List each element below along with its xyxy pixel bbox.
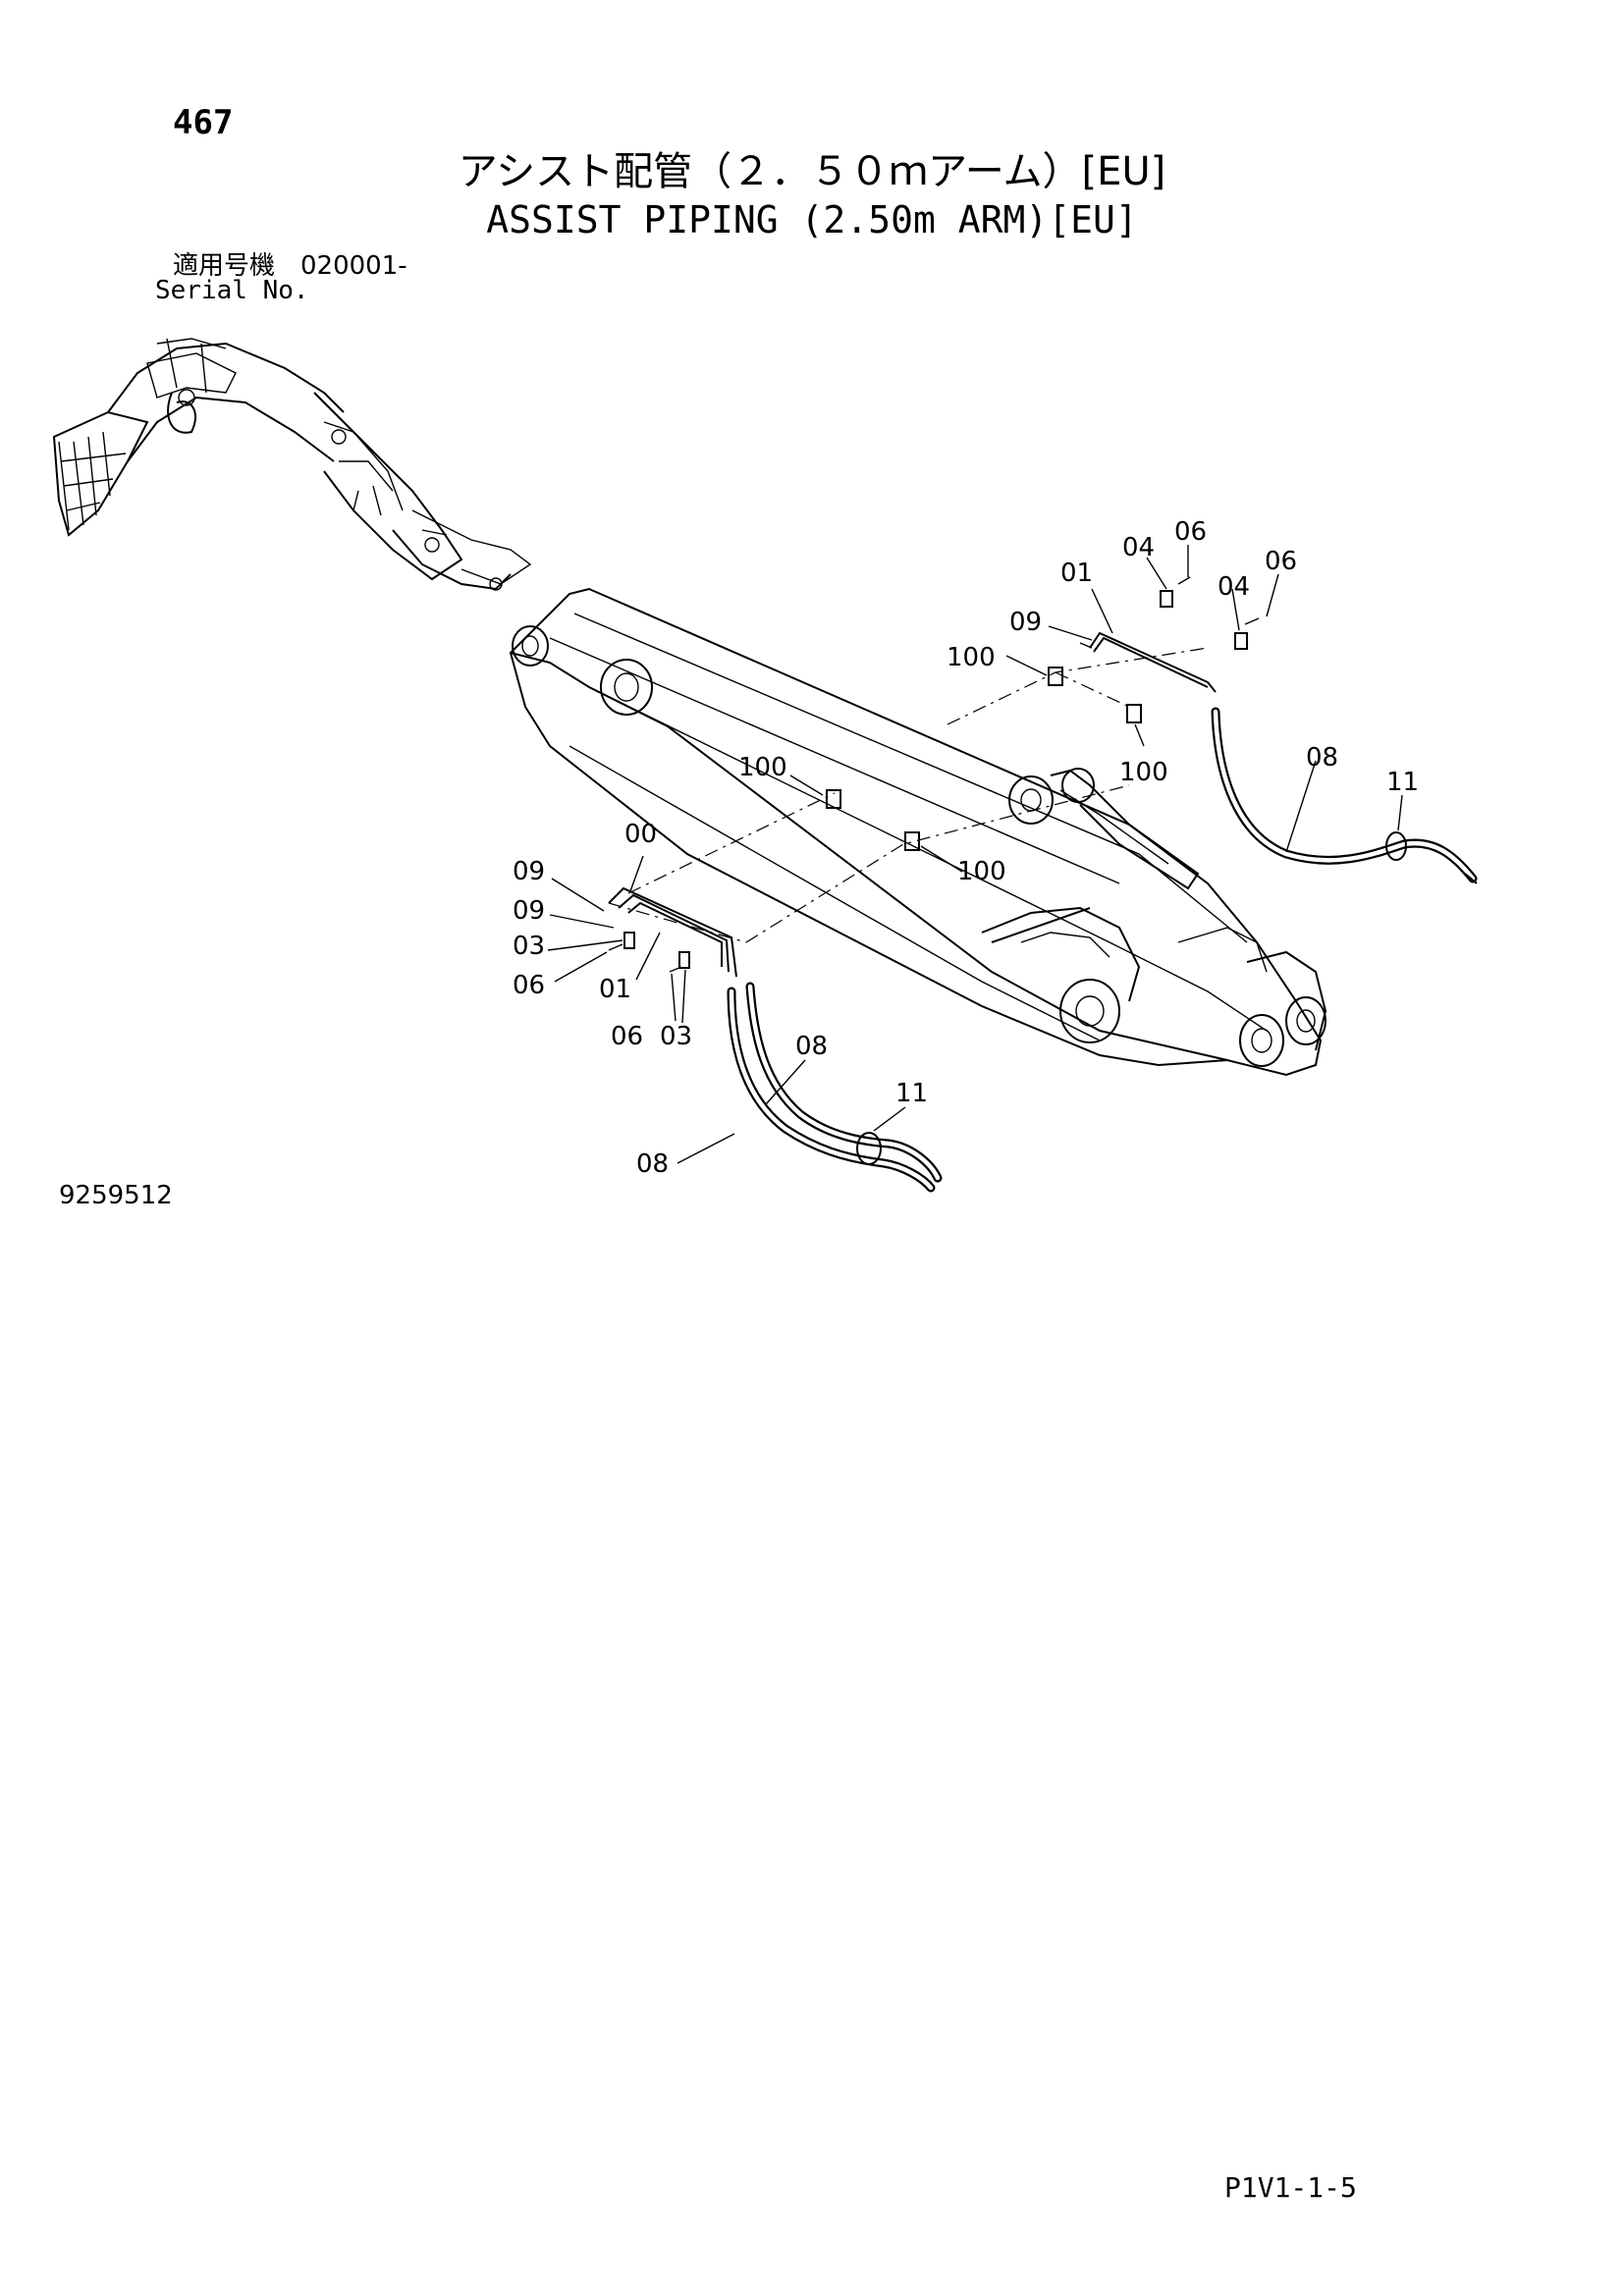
callout-100-upper-right: 100 (1119, 758, 1168, 787)
drawing-number: 9259512 (59, 1181, 173, 1210)
callout-09-lower-a: 09 (513, 857, 545, 886)
callout-100-upper: 100 (947, 643, 996, 672)
reference-lines (608, 647, 1209, 943)
callout-04-upper-b: 04 (1218, 572, 1250, 602)
callout-11-right: 11 (1386, 768, 1419, 797)
leader-lines (547, 545, 1403, 1164)
callout-08-lower-a: 08 (795, 1032, 828, 1061)
serial-label-japanese: 適用号機 020001- (173, 251, 407, 281)
callout-11-lower: 11 (895, 1079, 928, 1108)
title-japanese: アシスト配管（２．５０ｍアーム）[EU] (458, 149, 1166, 194)
callout-06-upper-a: 06 (1174, 517, 1207, 547)
callout-03-lower-a: 03 (513, 932, 545, 961)
callout-03-lower-b: 03 (660, 1022, 692, 1051)
callout-01-lower: 01 (599, 975, 631, 1004)
arm-structure (509, 587, 1327, 1077)
excavator-inset (52, 338, 532, 591)
mid-clamps (826, 789, 920, 851)
callout-06-upper-b: 06 (1265, 547, 1297, 576)
callout-06-lower-b: 06 (611, 1022, 643, 1051)
title-english: ASSIST PIPING (2.50m ARM)[EU] (486, 198, 1138, 241)
serial-label-english: Serial No. (155, 276, 309, 305)
page-code: P1V1-1-5 (1224, 2171, 1357, 2204)
callout-09-upper: 09 (1009, 608, 1042, 637)
callout-08-right: 08 (1306, 743, 1338, 773)
callout-06-lower-a: 06 (513, 971, 545, 1000)
callout-04-upper-a: 04 (1122, 533, 1155, 562)
lower-pipe-assembly (608, 886, 943, 1193)
callout-00-lower: 00 (624, 820, 657, 849)
callout-labels: 01 04 06 04 06 09 100 100 08 11 100 100 … (513, 517, 1419, 1179)
callout-09-lower-b: 09 (513, 896, 545, 926)
callout-01-upper: 01 (1060, 559, 1093, 588)
upper-pipe-assembly (1048, 576, 1478, 884)
callout-100-mid: 100 (738, 753, 787, 782)
callout-100-mid-right: 100 (957, 857, 1006, 886)
page-number: 467 (173, 103, 234, 142)
callout-08-lower-b: 08 (636, 1149, 669, 1179)
